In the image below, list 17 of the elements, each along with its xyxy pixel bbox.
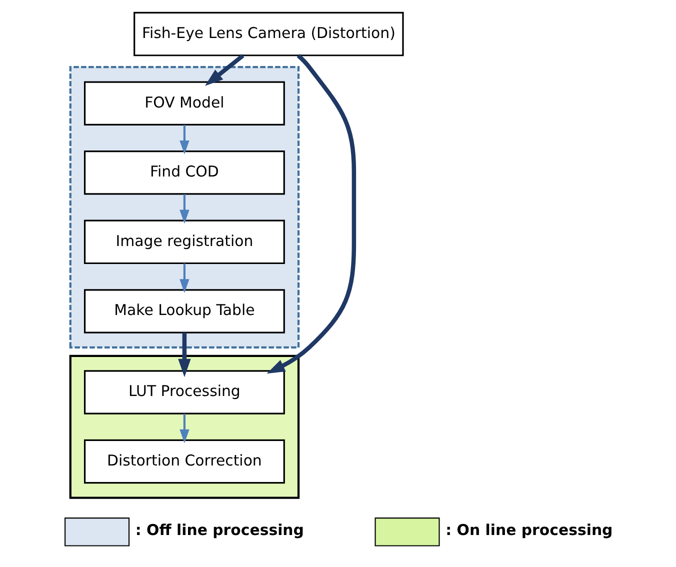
legend-label: : Off line processing [134,520,304,539]
node-box: Image registration [83,220,284,264]
cluster [68,354,300,499]
cluster [68,66,300,349]
arrow [179,264,189,293]
arrow [179,194,189,224]
node-box: Make Lookup Table [83,289,284,334]
legend-label: : On line processing [445,520,612,539]
arrow [204,54,244,86]
node-box: FOV Model [83,81,284,126]
arrow [178,332,190,378]
node-box: Distortion Correction [83,439,284,484]
node-box: Fish-Eye Lens Camera (Distortion) [133,12,404,56]
arrow [179,414,189,444]
node-box: Find COD [83,150,284,195]
node-box: LUT Processing [83,370,284,414]
arrow [179,124,189,154]
